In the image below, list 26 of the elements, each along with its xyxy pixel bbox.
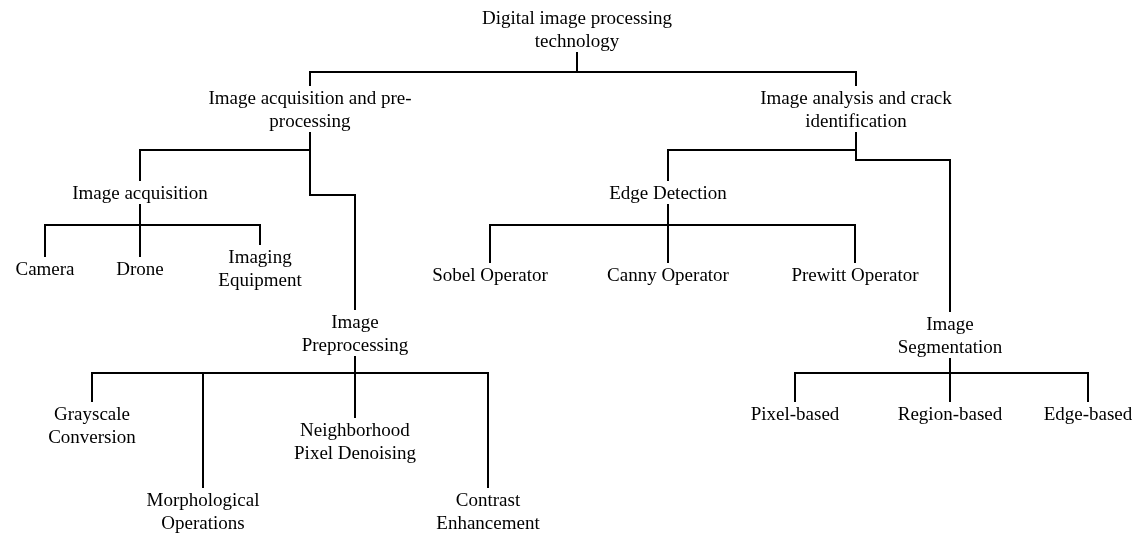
category-label: Edge-based <box>1038 402 1138 425</box>
category-label: Contrast Enhancement <box>428 488 548 534</box>
category-label: Pixel-based <box>740 402 850 425</box>
category-label: Prewitt Operator <box>780 263 930 286</box>
connector-line <box>855 131 951 313</box>
category-label: Image acquisition <box>50 181 230 204</box>
connector-line <box>949 357 1089 403</box>
connector-line <box>576 51 857 87</box>
category-label: Imaging Equipment <box>205 245 315 291</box>
connector-line <box>667 203 856 264</box>
category-label: Canny Operator <box>593 263 743 286</box>
category-label: Region-based <box>890 402 1010 425</box>
category-label: Edge Detection <box>588 181 748 204</box>
category-label: Image analysis and crack identification <box>741 86 971 132</box>
category-label: Sobel Operator <box>415 263 565 286</box>
connector-line <box>309 131 356 311</box>
category-label: Image Preprocessing <box>290 310 420 356</box>
category-label: Neighborhood Pixel Denoising <box>280 418 430 464</box>
category-label: Grayscale Conversion <box>37 402 147 448</box>
connector-line <box>139 203 261 246</box>
category-label: Morphological Operations <box>138 488 268 534</box>
category-label: Digital image processing technology <box>457 6 697 52</box>
category-label: Image acquisition and pre-processing <box>200 86 420 132</box>
category-label: Camera <box>2 257 88 280</box>
category-label: Image Segmentation <box>885 312 1015 358</box>
category-label: Drone <box>100 257 180 280</box>
